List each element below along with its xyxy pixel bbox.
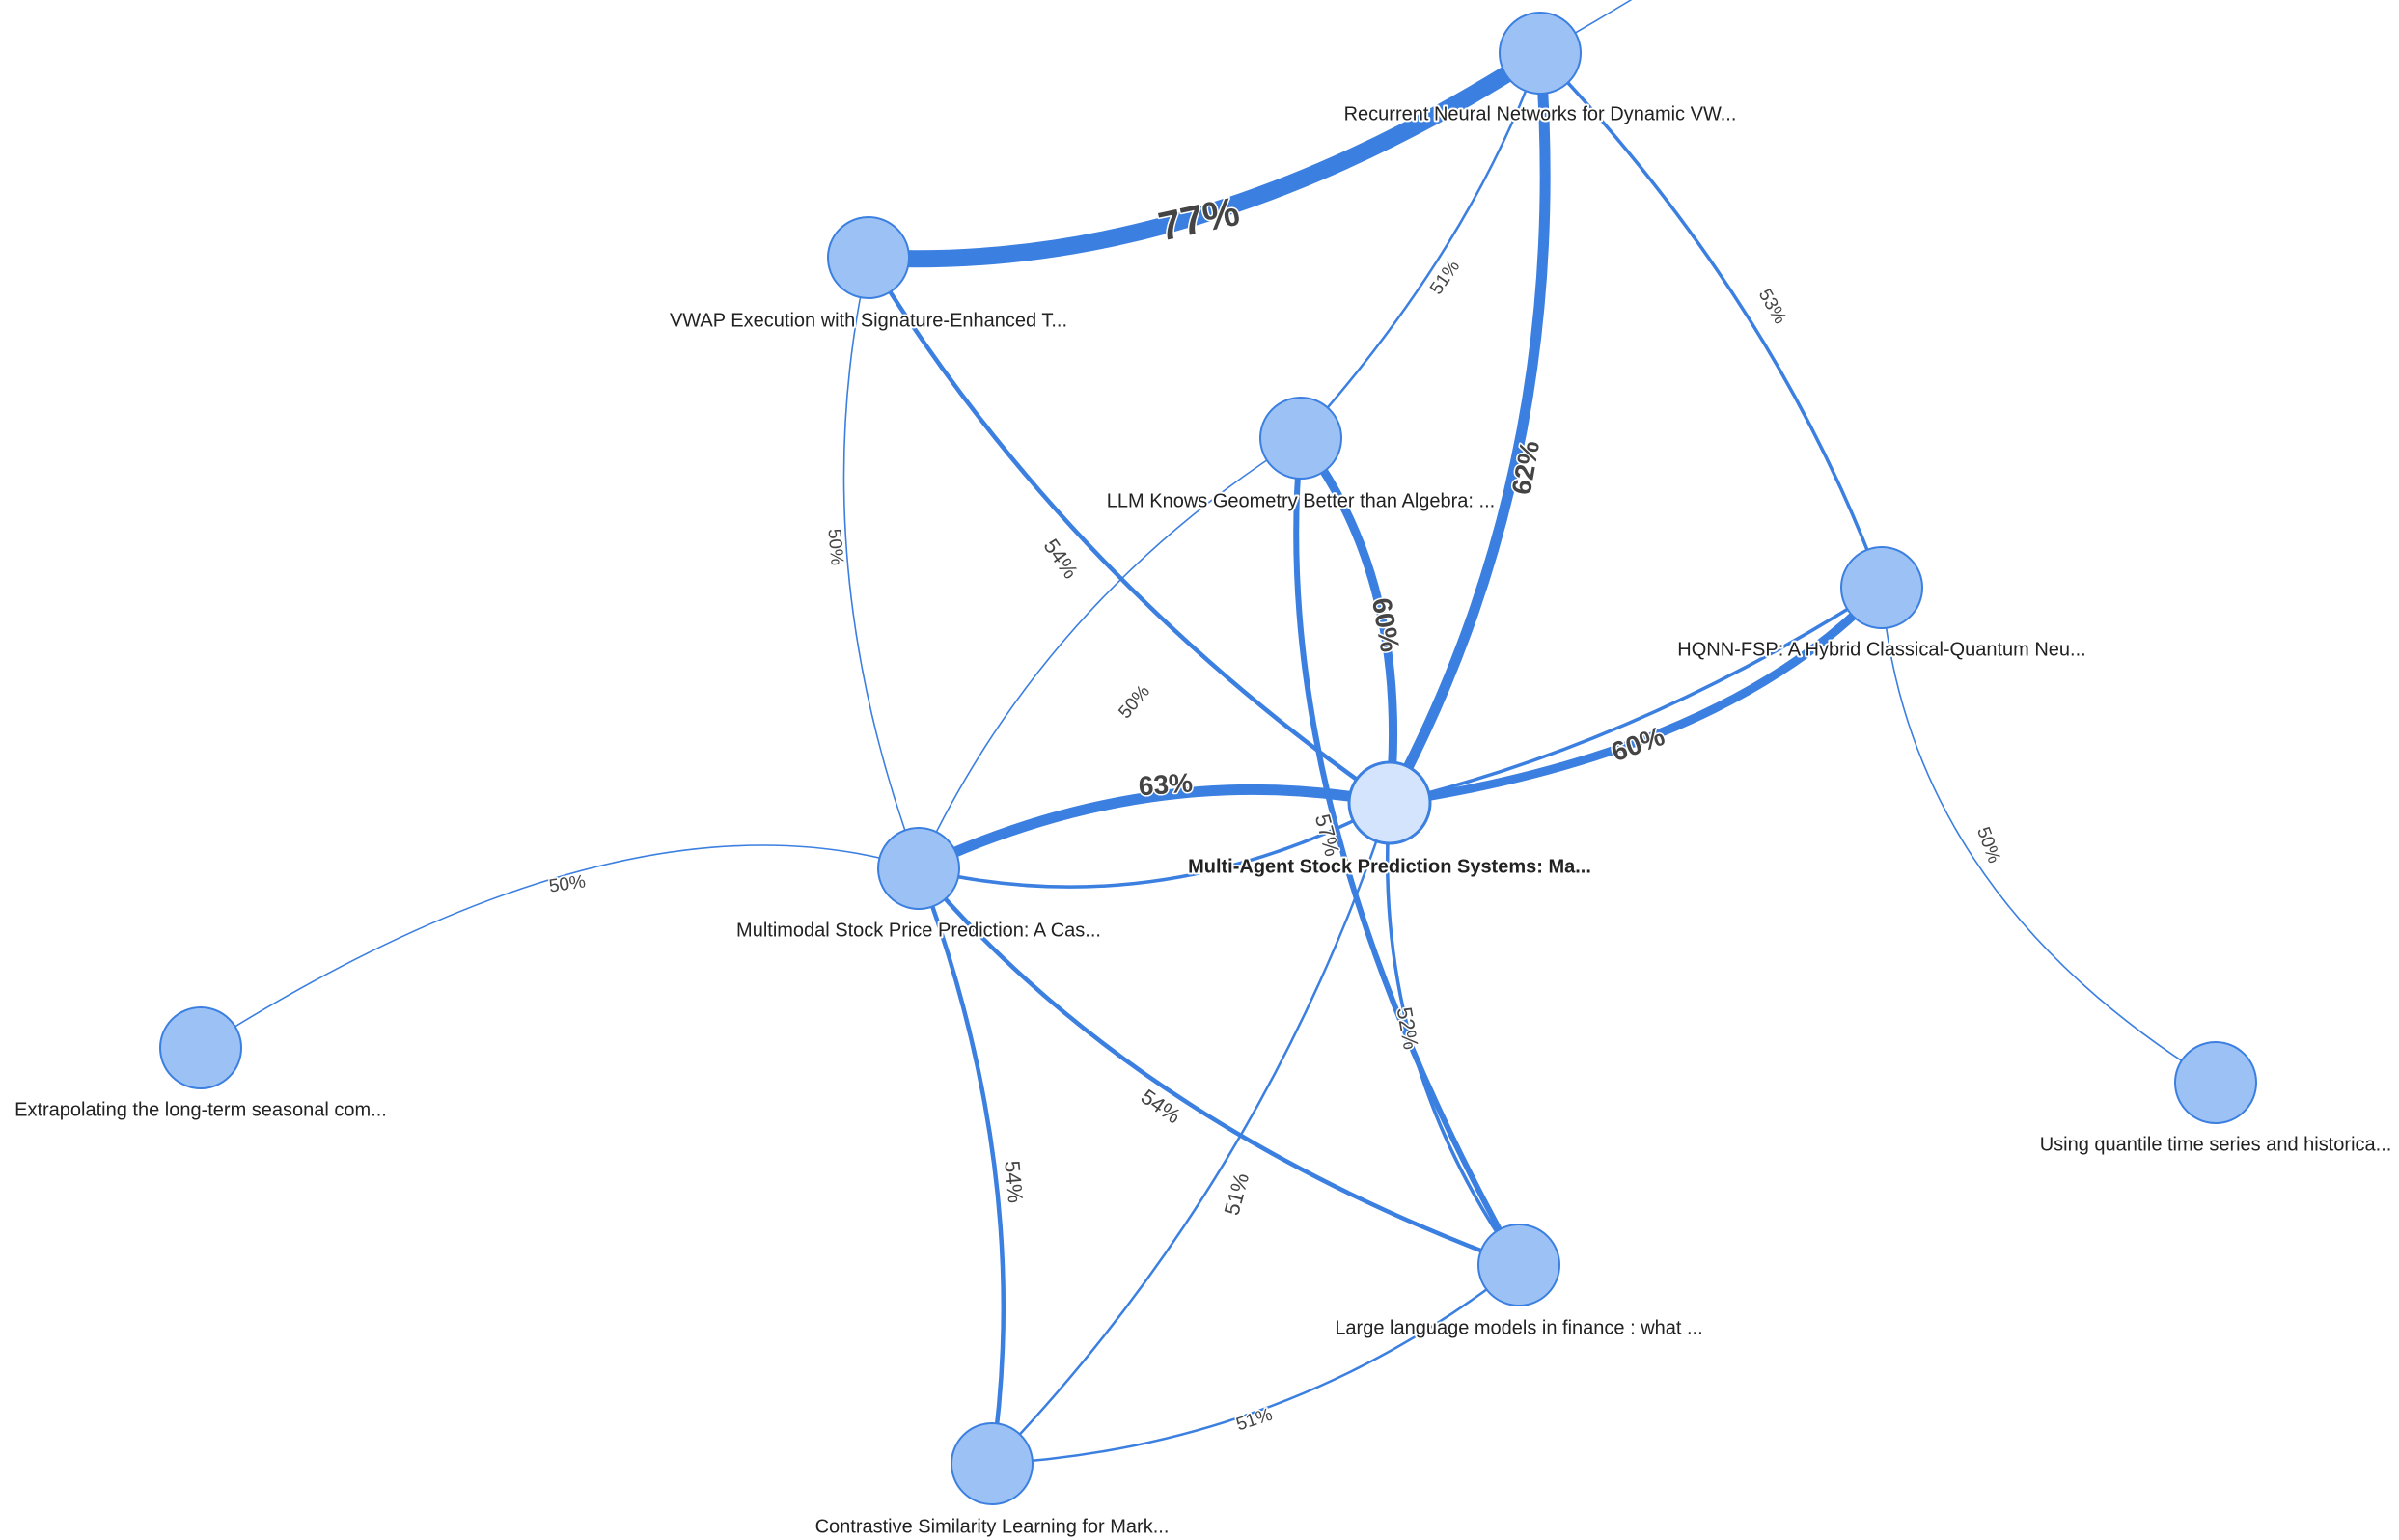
node-vwap[interactable]: VWAP Execution with Signature-Enhanced T…: [668, 216, 1069, 333]
node-title-label: LLM Knows Geometry Better than Algebra: …: [1107, 490, 1495, 511]
edge-similarity-label: 54%: [1039, 535, 1084, 583]
edge-similarity-label: 50%: [1115, 681, 1154, 723]
edge-similarity-label: 54%: [1000, 1160, 1028, 1204]
edge-rnn-llmgeo[interactable]: [1299, 51, 1542, 440]
edges-layer: [200, 0, 2217, 1467]
edge-similarity-label: 51%: [1220, 1170, 1255, 1218]
node-llmgeo[interactable]: LLM Knows Geometry Better than Algebra: …: [1105, 397, 1497, 513]
node-multiagent[interactable]: Multi-Agent Stock Prediction Systems: Ma…: [1186, 760, 1593, 879]
edge-vwap-rnn[interactable]: [860, 44, 1549, 268]
edge-similarity-label: 50%: [823, 528, 846, 566]
edge-similarity-label: 77%: [1154, 188, 1243, 249]
edge-multiagent-llmfin[interactable]: [1385, 801, 1521, 1267]
edge-similarity-label: 57%: [1310, 811, 1345, 859]
edge-rnn-multiagent[interactable]: [1384, 47, 1551, 809]
node-circle[interactable]: [1499, 12, 1582, 95]
node-circle[interactable]: [951, 1422, 1034, 1505]
edge-similarity-label: 53%: [1754, 286, 1790, 328]
edge-multiagent-contrastive[interactable]: [990, 801, 1392, 1466]
edge-similarity-label: 50%: [548, 871, 588, 896]
node-title-label: HQNN-FSP: A Hybrid Classical-Quantum Neu…: [1677, 639, 2085, 660]
edge-multiagent-multimodal[interactable]: [913, 784, 1395, 874]
edge-similarity-label: 51%: [1234, 1405, 1276, 1436]
edge-similarity-label: 62%: [1506, 438, 1545, 497]
node-circle[interactable]: [2174, 1041, 2257, 1124]
edge-multimodal-extrap[interactable]: [200, 844, 920, 1049]
node-circle[interactable]: [827, 216, 910, 299]
node-circle[interactable]: [877, 827, 960, 910]
edge-llmgeo-multimodal[interactable]: [918, 437, 1302, 869]
edge-multimodal-multiagent[interactable]: [917, 801, 1392, 889]
edge-hqnn-multiagent[interactable]: [1385, 583, 1887, 808]
node-llmfin[interactable]: Large language models in finance : what …: [1333, 1224, 1705, 1340]
edge-similarity-label: 60%: [1366, 595, 1405, 654]
edge-labels-layer: 77%63%62%60%60%54%54%54%57%52%53%51%51%5…: [546, 186, 2005, 1436]
node-multimodal[interactable]: Multimodal Stock Price Prediction: A Cas…: [734, 827, 1103, 943]
node-title-label: Large language models in finance : what …: [1335, 1317, 1702, 1338]
edge-similarity-label: 50%: [1972, 824, 2004, 866]
edge-vwap-multiagent[interactable]: [866, 255, 1393, 806]
node-title-label: Multimodal Stock Price Prediction: A Cas…: [736, 920, 1101, 941]
node-circle[interactable]: [1259, 397, 1342, 480]
node-rnn[interactable]: Recurrent Neural Networks for Dynamic VW…: [1342, 12, 1738, 126]
node-title-label: Using quantile time series and historica…: [2040, 1134, 2392, 1155]
nodes-layer: Multi-Agent Stock Prediction Systems: Ma…: [13, 12, 2393, 1539]
edge-multimodal-llmfin[interactable]: [916, 866, 1522, 1268]
node-extrap[interactable]: Extrapolating the long-term seasonal com…: [13, 1006, 389, 1122]
node-circle[interactable]: [1477, 1224, 1560, 1306]
node-circle[interactable]: [1840, 546, 1923, 629]
edge-similarity-label: 54%: [1137, 1085, 1185, 1129]
edge-multimodal-contrastive[interactable]: [916, 866, 1006, 1467]
edge-similarity-label: 52%: [1393, 1005, 1423, 1052]
node-title-label: Multi-Agent Stock Prediction Systems: Ma…: [1188, 856, 1591, 877]
node-contrastive[interactable]: Contrastive Similarity Learning for Mark…: [813, 1422, 1171, 1539]
node-circle[interactable]: [1347, 760, 1432, 845]
node-title-label: VWAP Execution with Signature-Enhanced T…: [670, 310, 1067, 331]
edge-similarity-label: 51%: [1426, 257, 1464, 298]
edge-hqnn-quantile[interactable]: [1881, 587, 2217, 1084]
node-title-label: Extrapolating the long-term seasonal com…: [14, 1099, 387, 1120]
edge-multiagent-hqnn[interactable]: [1388, 586, 1884, 805]
node-hqnn[interactable]: HQNN-FSP: A Hybrid Classical-Quantum Neu…: [1675, 546, 2088, 662]
edge-vwap-multimodal[interactable]: [842, 257, 920, 869]
node-title-label: Contrastive Similarity Learning for Mark…: [815, 1516, 1170, 1537]
edge-llmgeo-llmfin[interactable]: [1293, 435, 1522, 1268]
node-title-label: Recurrent Neural Networks for Dynamic VW…: [1344, 103, 1737, 124]
edge-rnn-hqnn[interactable]: [1538, 51, 1884, 590]
node-circle[interactable]: [159, 1006, 242, 1089]
edge-contrastive-llmfin[interactable]: [990, 1263, 1521, 1466]
node-quantile[interactable]: Using quantile time series and historica…: [2038, 1041, 2393, 1157]
edge-llmgeo-multiagent[interactable]: [1296, 433, 1398, 808]
edge-similarity-label: 63%: [1138, 767, 1194, 801]
